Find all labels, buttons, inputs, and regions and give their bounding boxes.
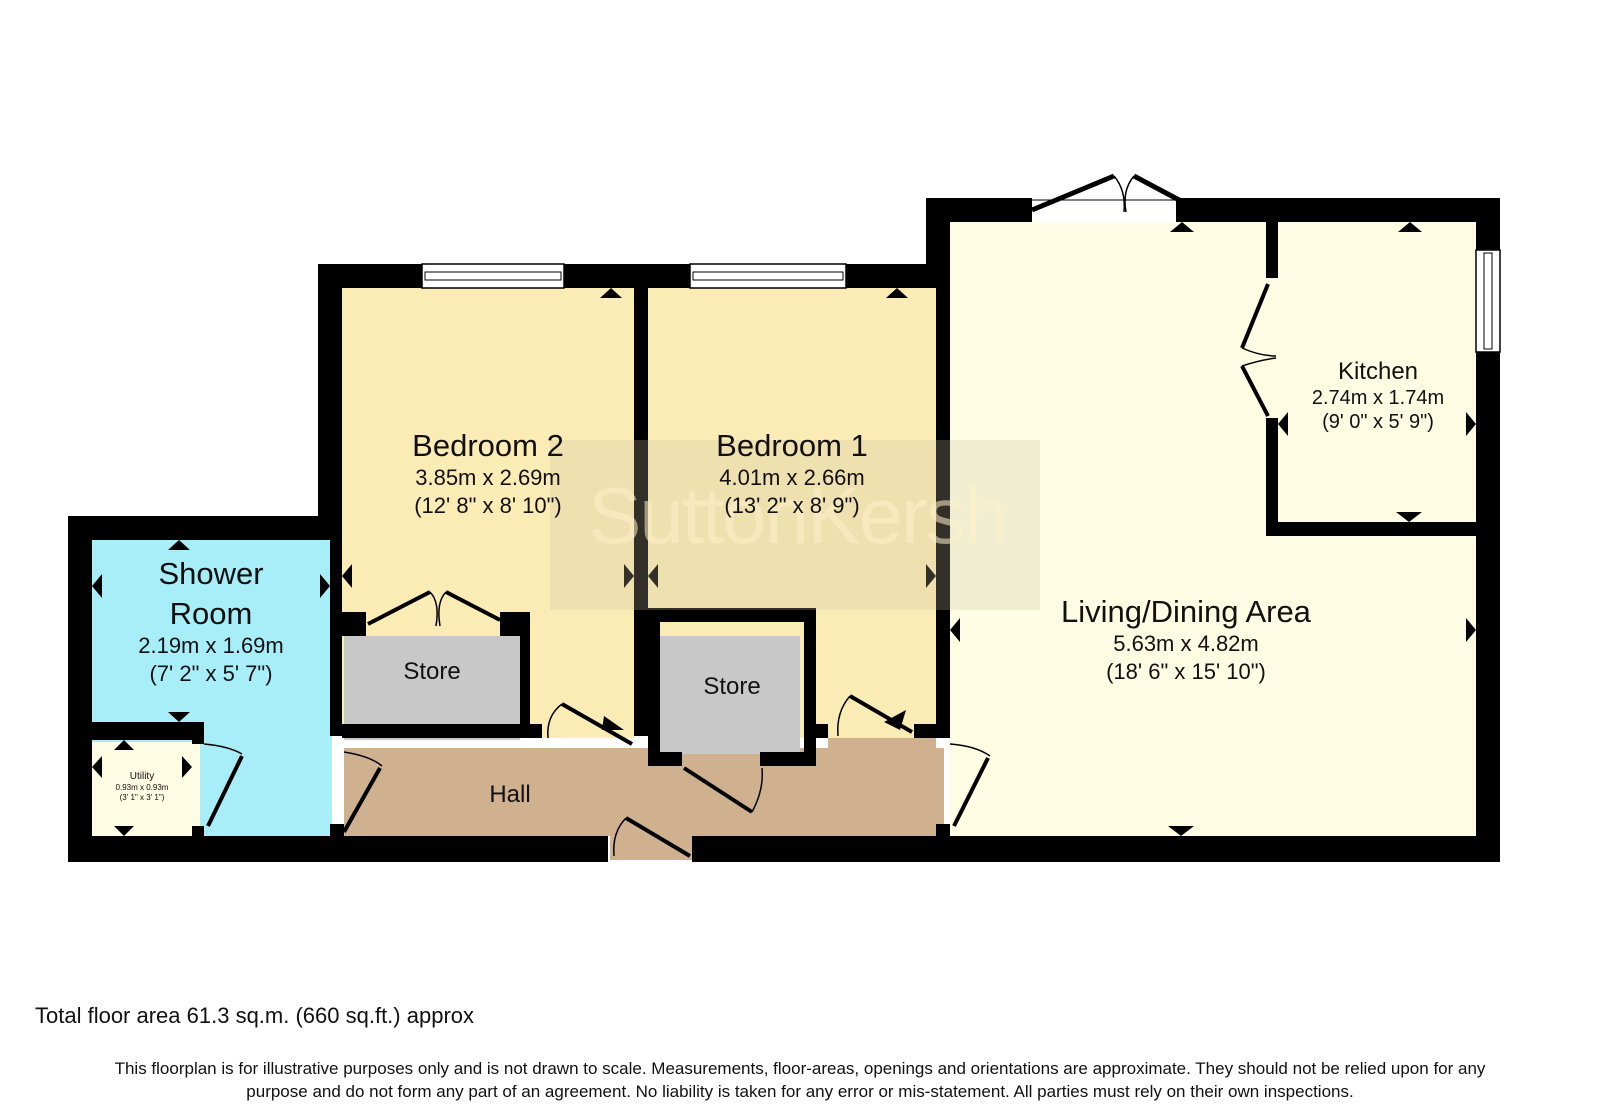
room-label-bedroom1: Bedroom 1 4.01m x 2.66m (13' 2" x 8' 9") bbox=[648, 428, 936, 520]
room-name: Bedroom 2 bbox=[412, 428, 564, 463]
watermark-text: SuttonKersh bbox=[588, 471, 1008, 560]
room-label-bedroom2: Bedroom 2 3.85m x 2.69m (12' 8" x 8' 10"… bbox=[342, 428, 634, 520]
room-dim-imperial: (12' 8" x 8' 10") bbox=[414, 493, 562, 518]
room-name: Kitchen bbox=[1337, 358, 1419, 385]
room-label-shower-room: Shower Room 2.19m x 1.69m (7' 2" x 5' 7"… bbox=[92, 556, 330, 688]
room-name: Living/Dining Area bbox=[1061, 594, 1311, 629]
room-dim-imperial: (9' 0" x 5' 9") bbox=[1322, 411, 1434, 433]
room-name-line2: Room bbox=[169, 596, 253, 631]
dimension-arrows bbox=[92, 222, 1476, 836]
window-bedroom2 bbox=[421, 263, 565, 289]
room-label-utility: Utility 0.93m x 0.93m (3' 1" x 3' 1") bbox=[92, 771, 192, 803]
total-floor-area: Total floor area 61.3 sq.m. (660 sq.ft.)… bbox=[35, 1003, 475, 1028]
room-label-kitchen: Kitchen 2.74m x 1.74m (9' 0" x 5' 9") bbox=[1278, 358, 1478, 434]
room-dim-metric: 0.93m x 0.93m bbox=[115, 783, 169, 792]
room-dim-metric: 5.63m x 4.82m bbox=[1113, 631, 1259, 656]
room-label-store-2: Store bbox=[703, 673, 761, 700]
disclaimer: This floorplan is for illustrative purpo… bbox=[20, 1057, 1580, 1103]
doors bbox=[203, 173, 1277, 858]
room-dim-metric: 2.19m x 1.69m bbox=[138, 633, 284, 658]
walls bbox=[68, 198, 1500, 862]
room-name: Utility bbox=[129, 771, 155, 782]
room-label-living-dining: Living/Dining Area 5.63m x 4.82m (18' 6"… bbox=[950, 594, 1422, 686]
room-label-hall: Hall bbox=[489, 781, 531, 808]
watermark: SuttonKersh bbox=[550, 440, 1040, 610]
room-dim-metric: 4.01m x 2.66m bbox=[719, 465, 865, 490]
hall-floor bbox=[344, 748, 944, 836]
hall-strip-bedroom1 bbox=[828, 738, 936, 750]
window-bedroom1 bbox=[689, 263, 847, 289]
disclaimer-line-2: purpose and do not form any part of an a… bbox=[246, 1082, 1354, 1101]
window-kitchen bbox=[1475, 249, 1501, 353]
store1-floor bbox=[344, 636, 520, 740]
room-label-store-1: Store bbox=[403, 658, 461, 685]
room-dim-metric: 2.74m x 1.74m bbox=[1311, 387, 1445, 409]
kitchen-floor bbox=[1278, 222, 1478, 522]
room-dim-metric: 3.85m x 2.69m bbox=[415, 465, 561, 490]
room-name: Bedroom 1 bbox=[716, 428, 868, 463]
store2-floor bbox=[660, 636, 800, 754]
room-dim-imperial: (7' 2" x 5' 7") bbox=[149, 661, 273, 686]
room-dim-imperial: (13' 2" x 8' 9") bbox=[724, 493, 860, 518]
room-dim-imperial: (3' 1" x 3' 1") bbox=[119, 793, 165, 802]
disclaimer-line-1: This floorplan is for illustrative purpo… bbox=[114, 1059, 1486, 1078]
room-dim-imperial: (18' 6" x 15' 10") bbox=[1106, 659, 1266, 684]
room-name-line1: Shower bbox=[158, 556, 264, 591]
